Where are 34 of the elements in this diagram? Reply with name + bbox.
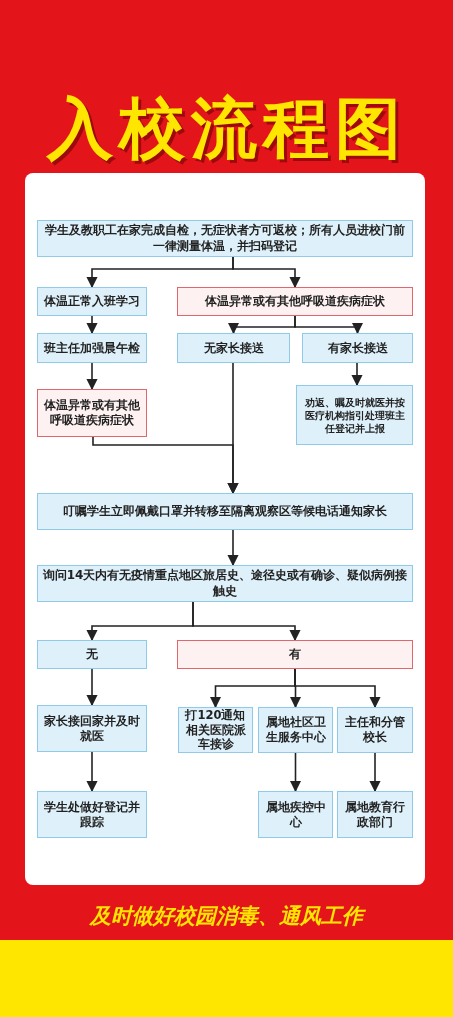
process-box: 无家长接送: [177, 333, 290, 363]
process-box: 属地社区卫生服务中心: [258, 707, 333, 753]
process-box: 打120通知相关医院派车接诊: [178, 707, 253, 753]
process-box: 体温异常或有其他呼吸道疾病症状: [177, 287, 413, 316]
process-box: 有家长接送: [302, 333, 413, 363]
process-box: 学生处做好登记并跟踪: [37, 791, 147, 838]
arrow: [369, 752, 381, 793]
process-box: 家长接回家并及时就医: [37, 705, 147, 752]
arrow: [294, 315, 364, 335]
arrow: [289, 752, 302, 793]
process-box: 体温正常入班学习: [37, 287, 147, 316]
arrow: [192, 601, 301, 642]
arrow: [294, 668, 381, 709]
process-box: 体温异常或有其他呼吸道疾病症状: [37, 389, 147, 437]
arrow: [351, 362, 363, 387]
arrow: [232, 256, 301, 289]
slogan-text: 及时做好校园消毒、通风工作: [0, 902, 453, 930]
process-box: 主任和分管校长: [337, 707, 413, 753]
process-box: 叮嘱学生立即佩戴口罩并转移至隔离观察区等候电话通知家长: [37, 493, 413, 530]
arrow: [86, 751, 98, 793]
process-box: 无: [37, 640, 147, 669]
arrow: [86, 315, 98, 335]
arrow: [227, 529, 239, 567]
arrow: [227, 362, 239, 495]
poster-title: 入校流程图: [45, 89, 408, 169]
process-box: 属地教育行政部门: [337, 791, 413, 838]
process-box: 属地疾控中心: [258, 791, 333, 838]
process-box: 班主任加强晨午检: [37, 333, 147, 363]
process-box: 有: [177, 640, 413, 669]
process-box: 学生及教职工在家完成自检，无症状者方可返校；所有人员进校门前一律测量体温，并扫码登记: [37, 220, 413, 257]
process-box: 询问14天内有无疫情重点地区旅居史、途径史或有确诊、疑似病例接触史: [37, 565, 413, 602]
arrow: [86, 362, 98, 391]
arrow: [86, 668, 98, 707]
process-box: 劝返、嘱及时就医并按医疗机构指引处理班主任登记并上报: [296, 385, 413, 445]
